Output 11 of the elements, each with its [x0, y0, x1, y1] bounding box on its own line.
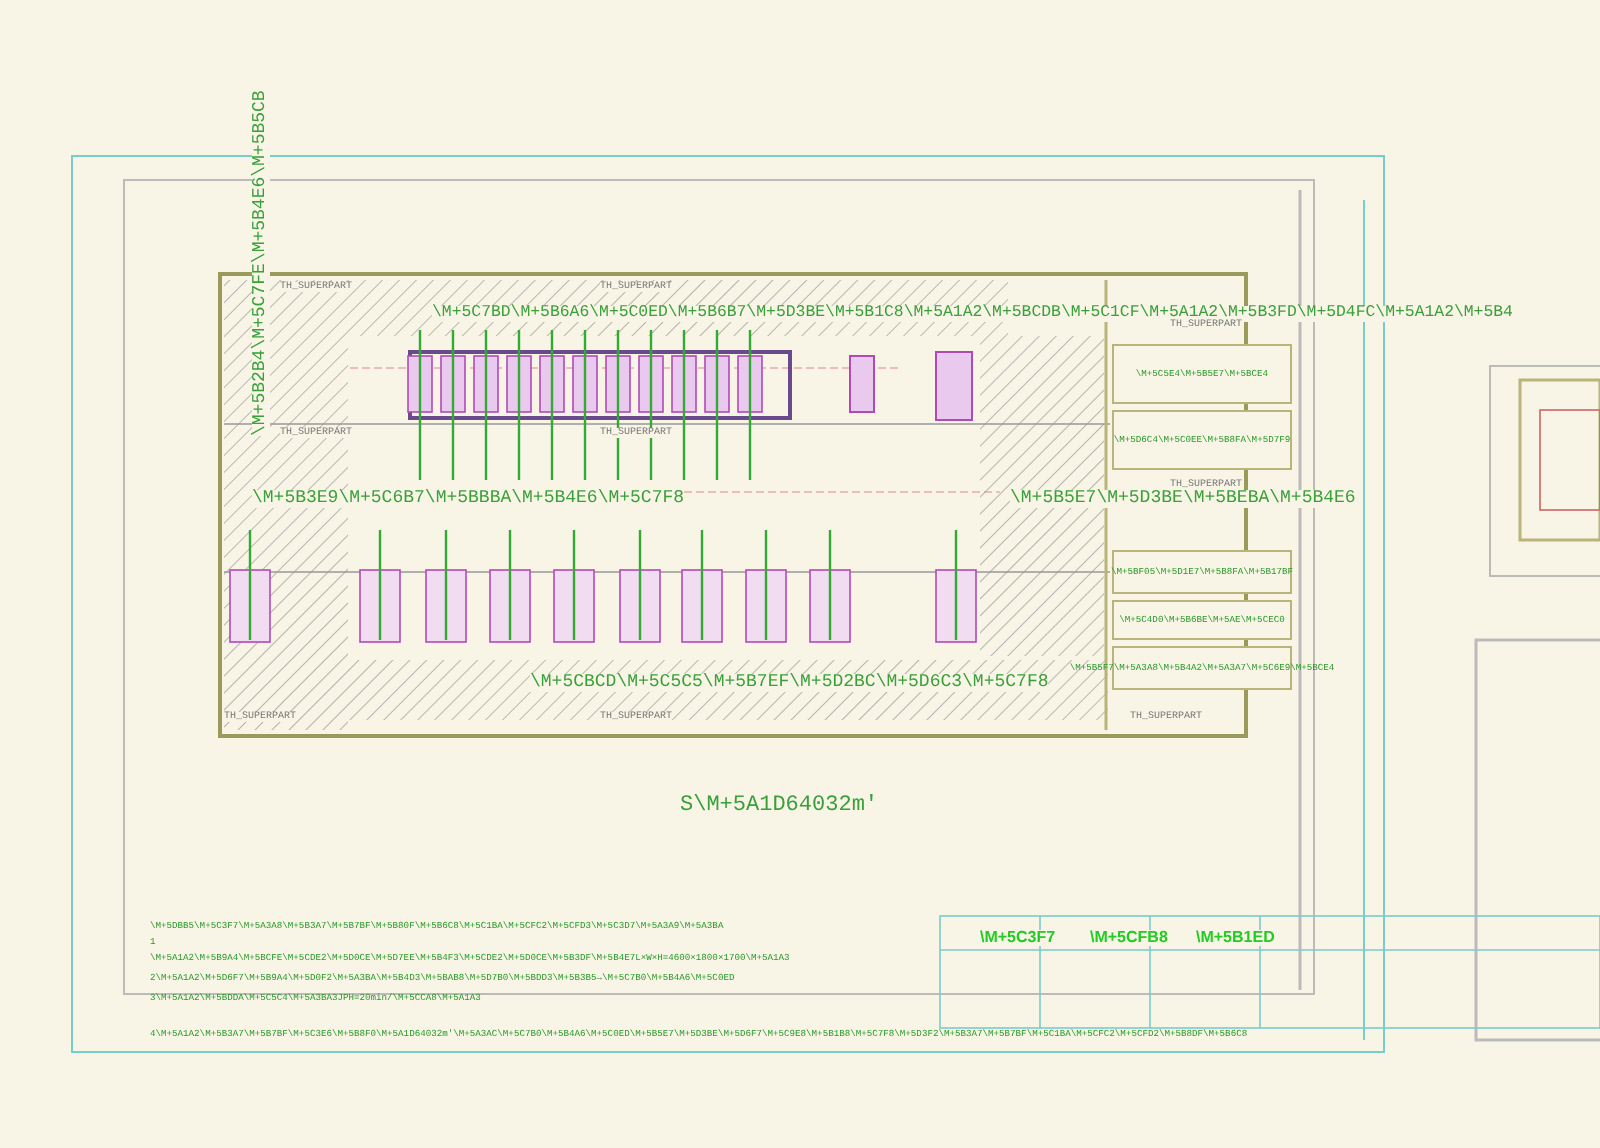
title-block-header: \M+5CFB8 [1090, 930, 1168, 946]
title-block-header: \M+5C3F7 [980, 930, 1056, 946]
area-name: \M+5CBCD\M+5C5C5\M+5B7EF\M+5D2BC\M+5D6C3\M+5C7F8 [530, 674, 1049, 692]
title-block-header: \M+5B1ED [1196, 930, 1275, 946]
area-name: \M+5B5E7\M+5D3BE\M+5BEBA\M+5B4E6 [1010, 490, 1356, 508]
room-box [1112, 550, 1292, 594]
room-box [1112, 410, 1292, 470]
room-box [1112, 344, 1292, 404]
area-name: \M+5B2B4\M+5C7FE\M+5B4E6\M+5B5CB [252, 90, 270, 436]
area-name: \M+5B3E9\M+5C6B7\M+5BBBA\M+5B4E6\M+5C7F8 [252, 490, 685, 508]
room-box [1112, 600, 1292, 640]
